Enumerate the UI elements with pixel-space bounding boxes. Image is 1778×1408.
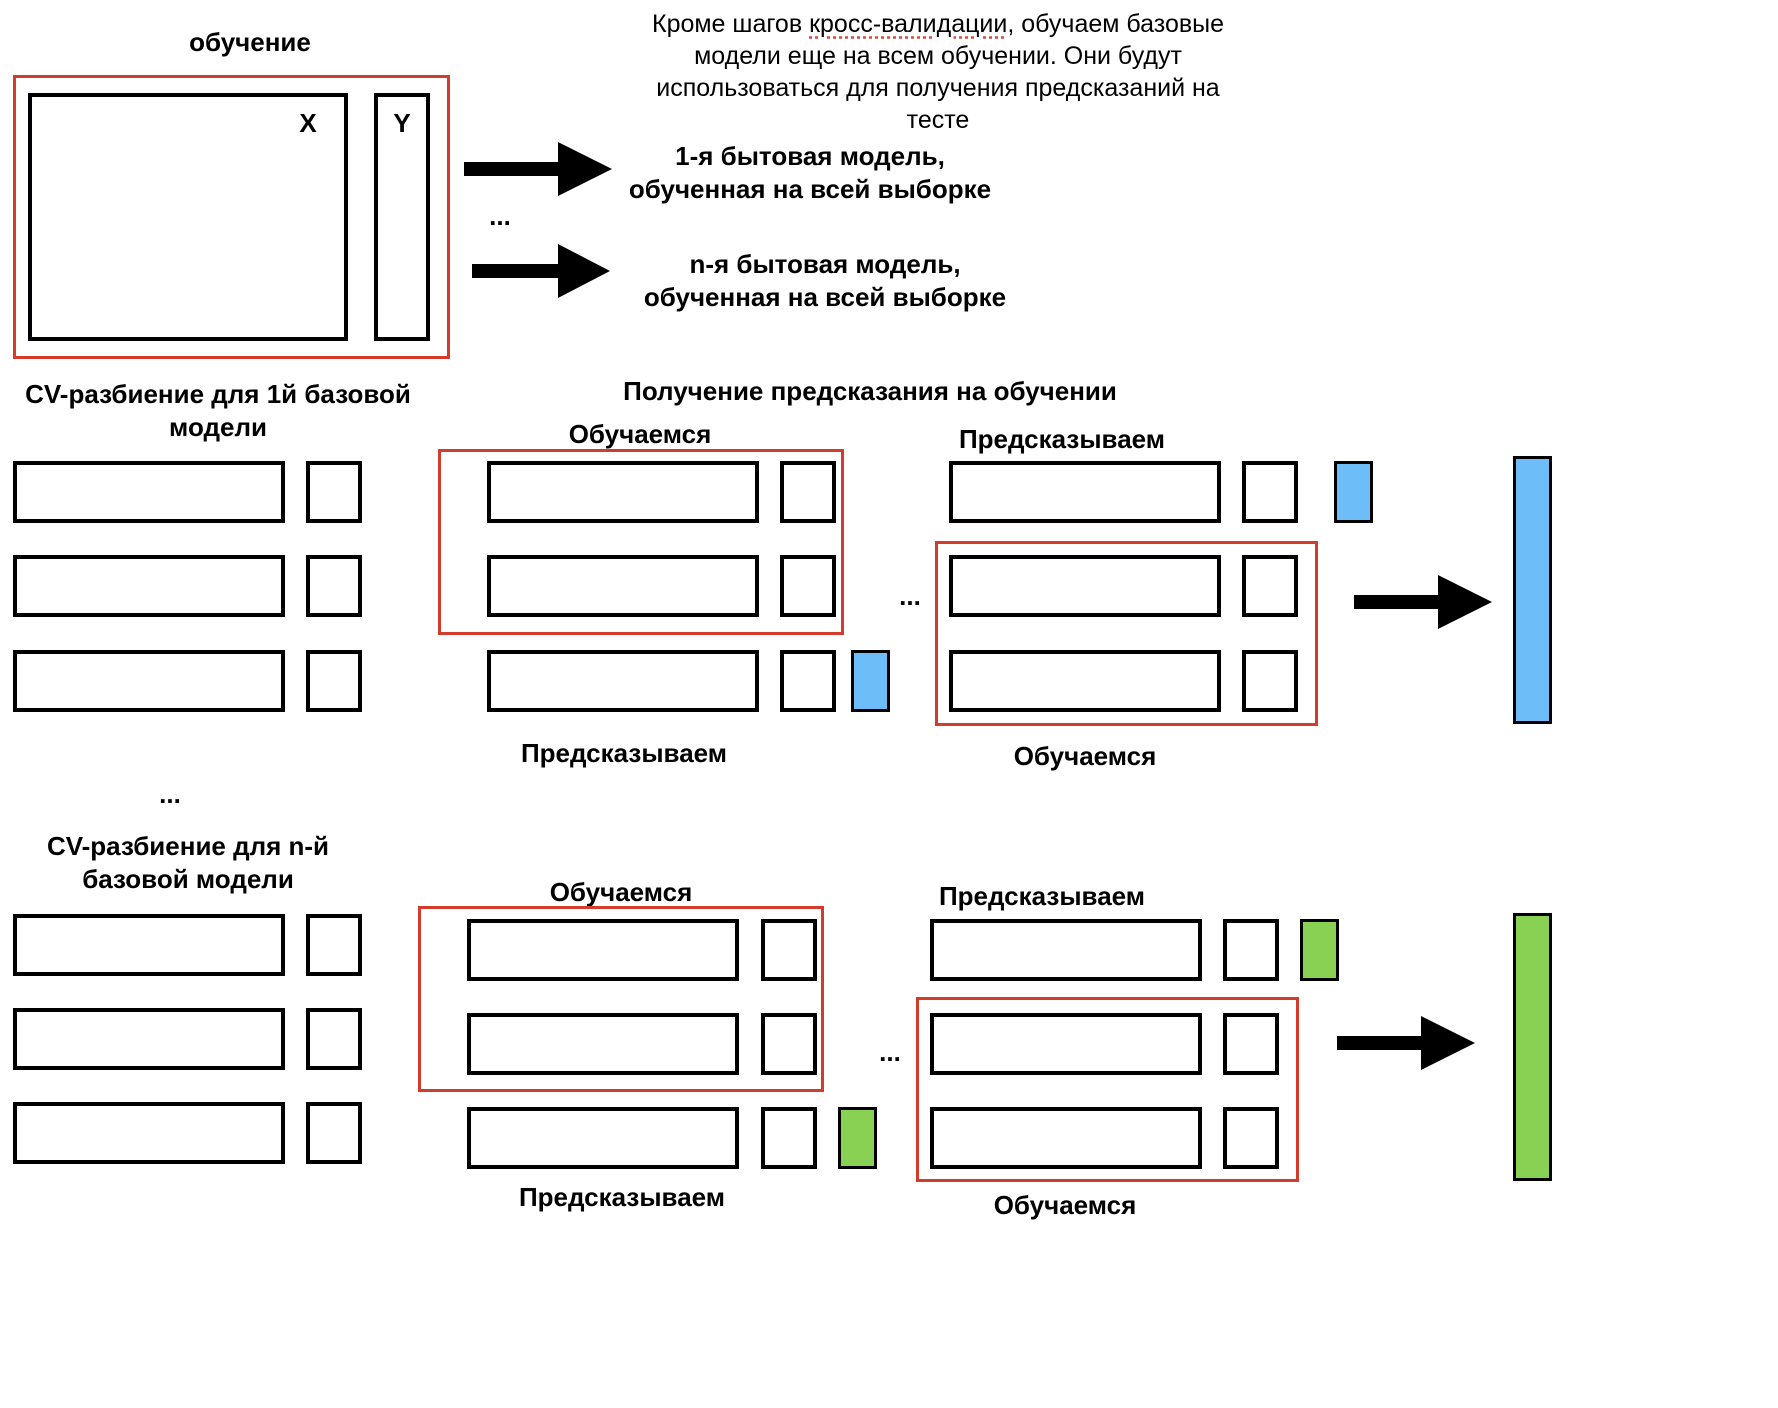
s2-fold-a-row-1-y: [761, 919, 817, 981]
s2-fold-b-train-label: Обучаемся: [993, 1190, 1137, 1220]
s1-fold-b-prediction: [1334, 461, 1373, 523]
s1-fold-a-train-label: Обучаемся: [568, 419, 712, 449]
s1-fold-b-row-2-y: [1242, 555, 1298, 617]
cv-title-model-1: CV-разбиение для 1й базовой модели: [0, 378, 436, 443]
train-prediction-heading: Получение предсказания на обучении: [623, 376, 1117, 406]
x-label: X: [299, 108, 317, 138]
full-train-y-block: [374, 93, 430, 341]
s2-fold-b-row-2-y: [1223, 1013, 1279, 1075]
cv-title-model-1-line1: CV-разбиение для 1й базовой: [25, 379, 411, 409]
s1-fold-a-row-3-x: [487, 650, 759, 712]
s1-fold-a-prediction: [851, 650, 890, 712]
s2-split-row-3-x: [13, 1102, 285, 1164]
s1-fold-b-train-frame: [935, 541, 1318, 726]
s2-fold-b-row-3-x: [930, 1107, 1202, 1169]
last-model-line2: обученная на всей выборке: [643, 281, 1007, 312]
s2-fold-b-train-frame: [916, 997, 1299, 1182]
s1-fold-b-row-1-y: [1242, 461, 1298, 523]
note-flagged-word: кросс-валидации: [809, 10, 1008, 38]
explanation-note: Кроме шагов кросс-валидации, обучаем баз…: [640, 8, 1236, 136]
s1-fold-a-row-3-y: [780, 650, 836, 712]
s2-fold-b-row-3-y: [1223, 1107, 1279, 1169]
first-model-line2: обученная на всей выборке: [628, 173, 992, 204]
first-model-line1: 1-я бытовая модель,: [675, 141, 945, 171]
s1-fold-b-row-3-x: [949, 650, 1221, 712]
s1-fold-a-train-frame: [438, 449, 844, 635]
s1-fold-a-row-2-x: [487, 555, 759, 617]
train-title: обучение: [189, 27, 311, 57]
s2-fold-a-row-2-x: [467, 1013, 739, 1075]
s2-fold-b-row-1-x: [930, 919, 1202, 981]
s2-fold-a-row-2-y: [761, 1013, 817, 1075]
s2-meta-feature-column: [1513, 913, 1552, 1181]
s2-fold-b-predict-label: Предсказываем: [938, 881, 1146, 911]
arrow-to-last-model: [472, 244, 610, 298]
s1-split-row-1-x: [13, 461, 285, 523]
s2-fold-b-prediction: [1300, 919, 1339, 981]
s1-fold-b-row-1-x: [949, 461, 1221, 523]
last-model-line1: n-я бытовая модель,: [689, 249, 961, 279]
last-model-label: n-я бытовая модель, обученная на всей вы…: [615, 248, 1035, 313]
y-label: Y: [393, 108, 411, 138]
s1-arrow-to-meta-feature: [1354, 575, 1492, 629]
s1-fold-a-row-1-y: [780, 461, 836, 523]
s1-split-row-3-y: [306, 650, 362, 712]
s1-split-row-2-y: [306, 555, 362, 617]
s2-split-row-1-x: [13, 914, 285, 976]
s1-fold-b-row-3-y: [1242, 650, 1298, 712]
s1-meta-feature-column: [1513, 456, 1552, 724]
cv-title-model-n-line1: CV-разбиение для n-й: [46, 831, 330, 861]
s2-folds-ellipsis: ...: [879, 1037, 901, 1067]
s2-split-row-1-y: [306, 914, 362, 976]
s1-fold-b-train-label: Обучаемся: [1013, 741, 1157, 771]
s1-fold-b-predict-label: Предсказываем: [958, 424, 1166, 454]
s1-fold-a-predict-label: Предсказываем: [520, 738, 728, 768]
arrow-to-first-model: [464, 142, 612, 196]
s1-folds-ellipsis: ...: [899, 581, 921, 611]
s2-split-row-3-y: [306, 1102, 362, 1164]
first-model-label: 1-я бытовая модель, обученная на всей вы…: [600, 140, 1020, 205]
s2-fold-b-row-1-y: [1223, 919, 1279, 981]
s2-split-row-2-y: [306, 1008, 362, 1070]
cv-title-model-n-line2: базовой модели: [82, 863, 294, 894]
between-sections-ellipsis: ...: [159, 779, 181, 809]
s2-fold-a-train-label: Обучаемся: [549, 877, 693, 907]
s1-fold-b-row-2-x: [949, 555, 1221, 617]
s2-fold-a-train-frame: [418, 906, 824, 1092]
cv-title-model-1-line2: модели: [169, 411, 267, 442]
s2-fold-a-prediction: [838, 1107, 877, 1169]
full-train-x-block: [28, 93, 348, 341]
full-train-frame: [13, 75, 450, 359]
cv-title-model-n: CV-разбиение для n-й базовой модели: [0, 830, 376, 895]
note-prefix: Кроме шагов: [652, 10, 810, 38]
s2-fold-a-predict-label: Предсказываем: [518, 1182, 726, 1212]
s2-split-row-2-x: [13, 1008, 285, 1070]
s2-fold-a-row-3-y: [761, 1107, 817, 1169]
s2-fold-a-row-1-x: [467, 919, 739, 981]
s2-fold-b-row-2-x: [930, 1013, 1202, 1075]
s1-fold-a-row-2-y: [780, 555, 836, 617]
s1-fold-a-row-1-x: [487, 461, 759, 523]
models-ellipsis: ...: [489, 201, 511, 231]
s1-split-row-3-x: [13, 650, 285, 712]
s1-split-row-2-x: [13, 555, 285, 617]
s1-split-row-1-y: [306, 461, 362, 523]
note-rest: , обучаем базовые модели еще на всем обу…: [656, 10, 1224, 134]
s2-arrow-to-meta-feature: [1337, 1016, 1475, 1070]
s2-fold-a-row-3-x: [467, 1107, 739, 1169]
